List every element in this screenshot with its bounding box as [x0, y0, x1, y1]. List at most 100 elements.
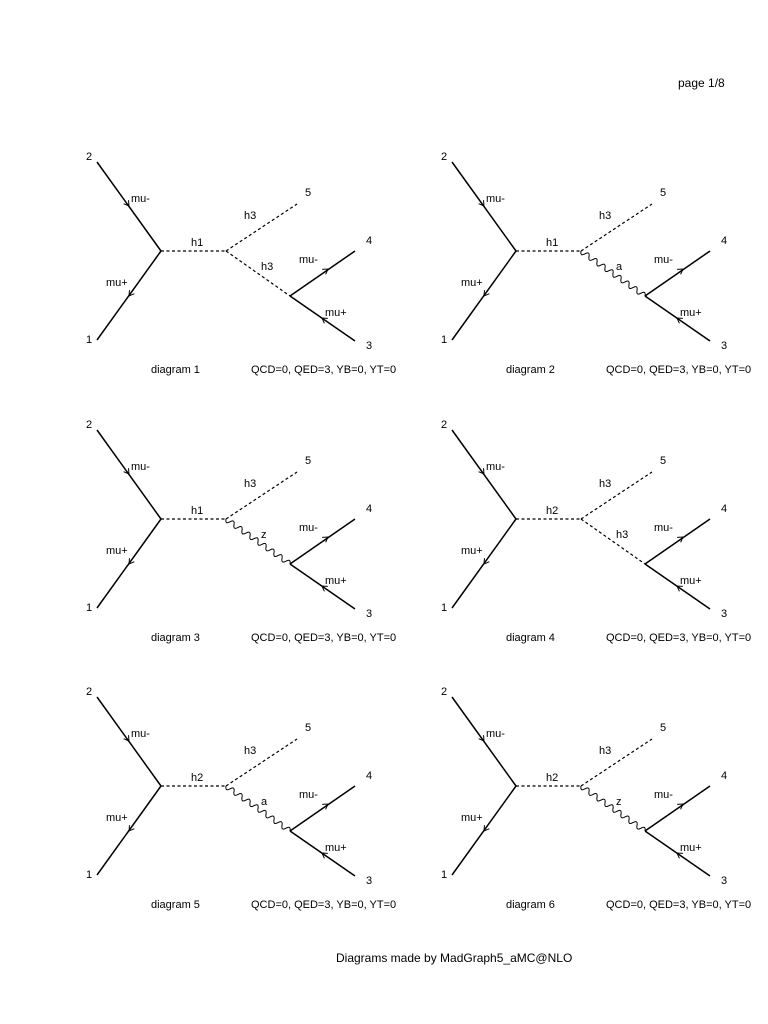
- fermion-arrow-lower-out: [676, 585, 683, 592]
- leg-number-out-lower: 3: [721, 875, 727, 887]
- leg-number-out-upper: 4: [721, 235, 727, 247]
- coupling-orders: QCD=0, QED=3, YB=0, YT=0: [251, 899, 396, 911]
- particle-label-out-lower: mu+: [680, 842, 702, 854]
- particle-label-in-lower: mu+: [461, 812, 483, 824]
- diagram-caption: diagram 4: [506, 632, 555, 644]
- particle-label-in-upper: mu-: [486, 728, 505, 740]
- leg-number-emitted: 5: [305, 455, 311, 467]
- particle-label-emitted: h3: [599, 745, 611, 757]
- leg-number-emitted: 5: [305, 722, 311, 734]
- particle-label-out-lower: mu+: [325, 575, 347, 587]
- coupling-orders: QCD=0, QED=3, YB=0, YT=0: [606, 632, 751, 644]
- particle-label-emitted: h3: [599, 478, 611, 490]
- outgoing-fermion-upper: [644, 785, 711, 832]
- leg-number-emitted: 5: [305, 187, 311, 199]
- emitted-scalar-line: [225, 203, 298, 252]
- particle-label-s-channel: h2: [546, 505, 558, 517]
- leg-number-out-lower: 3: [366, 340, 372, 352]
- diagram-caption: diagram 6: [506, 899, 555, 911]
- leg-number-in-upper: 2: [86, 151, 92, 163]
- particle-label-s-channel: h1: [546, 237, 558, 249]
- particle-label-decay: h3: [261, 261, 273, 273]
- page-number: page 1/8: [678, 76, 725, 90]
- outgoing-fermion-upper: [289, 785, 356, 832]
- particle-label-emitted: h3: [244, 745, 256, 757]
- fermion-arrow-lower-in: [128, 290, 135, 297]
- fermion-arrow-upper-out: [322, 268, 329, 275]
- diagram-caption: diagram 5: [151, 899, 200, 911]
- particle-label-out-upper: mu-: [654, 522, 673, 534]
- footer-credit: Diagrams made by MadGraph5_aMC@NLO: [336, 951, 573, 965]
- emitted-scalar-line: [580, 738, 653, 787]
- leg-number-in-lower: 1: [86, 602, 92, 614]
- leg-number-out-upper: 4: [721, 503, 727, 515]
- particle-label-out-upper: mu-: [299, 522, 318, 534]
- emitted-scalar-line: [580, 471, 653, 520]
- particle-label-out-lower: mu+: [325, 842, 347, 854]
- particle-label-emitted: h3: [599, 210, 611, 222]
- leg-number-in-upper: 2: [441, 686, 447, 698]
- particle-label-s-channel: h2: [191, 772, 203, 784]
- fermion-arrow-upper-out: [322, 803, 329, 810]
- fermion-arrow-lower-in: [128, 825, 135, 832]
- leg-number-out-upper: 4: [366, 235, 372, 247]
- particle-label-decay: z: [261, 529, 267, 541]
- particle-label-in-upper: mu-: [131, 193, 150, 205]
- fermion-arrow-lower-in: [483, 558, 490, 565]
- leg-number-emitted: 5: [660, 722, 666, 734]
- outgoing-fermion-upper: [644, 250, 711, 297]
- leg-number-emitted: 5: [660, 187, 666, 199]
- coupling-orders: QCD=0, QED=3, YB=0, YT=0: [606, 364, 751, 376]
- decay-propagator: [225, 518, 291, 565]
- fermion-arrow-upper-out: [677, 536, 684, 543]
- particle-label-decay: a: [261, 796, 268, 808]
- particle-label-decay: h3: [616, 529, 628, 541]
- fermion-arrow-lower-in: [483, 825, 490, 832]
- leg-number-in-lower: 1: [86, 869, 92, 881]
- leg-number-out-upper: 4: [721, 770, 727, 782]
- leg-number-in-upper: 2: [86, 419, 92, 431]
- fermion-arrow-lower-out: [321, 852, 328, 859]
- leg-number-in-lower: 1: [441, 602, 447, 614]
- leg-number-out-lower: 3: [366, 608, 372, 620]
- particle-label-in-upper: mu-: [486, 461, 505, 473]
- particle-label-in-upper: mu-: [486, 193, 505, 205]
- particle-label-in-lower: mu+: [461, 545, 483, 557]
- particle-label-in-lower: mu+: [106, 812, 128, 824]
- decay-propagator: [580, 785, 646, 832]
- fermion-arrow-upper-out: [677, 268, 684, 275]
- fermion-arrow-upper-in: [478, 200, 485, 207]
- fermion-arrow-upper-out: [322, 536, 329, 543]
- particle-label-emitted: h3: [244, 478, 256, 490]
- leg-number-in-lower: 1: [441, 869, 447, 881]
- leg-number-emitted: 5: [660, 455, 666, 467]
- diagram-caption: diagram 2: [506, 364, 555, 376]
- particle-label-s-channel: h2: [546, 772, 558, 784]
- particle-label-out-lower: mu+: [680, 307, 702, 319]
- particle-label-in-upper: mu-: [131, 461, 150, 473]
- leg-number-in-lower: 1: [86, 334, 92, 346]
- particle-label-in-lower: mu+: [106, 545, 128, 557]
- particle-label-out-upper: mu-: [654, 254, 673, 266]
- fermion-arrow-upper-in: [123, 735, 130, 742]
- particle-label-out-upper: mu-: [299, 254, 318, 266]
- emitted-scalar-line: [225, 738, 298, 787]
- leg-number-out-lower: 3: [721, 340, 727, 352]
- fermion-arrow-upper-in: [123, 200, 130, 207]
- particle-label-out-upper: mu-: [299, 789, 318, 801]
- particle-label-emitted: h3: [244, 210, 256, 222]
- particle-label-s-channel: h1: [191, 505, 203, 517]
- particle-label-decay: z: [616, 796, 622, 808]
- leg-number-out-lower: 3: [721, 608, 727, 620]
- outgoing-fermion-upper: [289, 518, 356, 565]
- fermion-arrow-upper-out: [677, 803, 684, 810]
- diagram-caption: diagram 3: [151, 632, 200, 644]
- leg-number-in-upper: 2: [86, 686, 92, 698]
- coupling-orders: QCD=0, QED=3, YB=0, YT=0: [251, 632, 396, 644]
- leg-number-out-lower: 3: [366, 875, 372, 887]
